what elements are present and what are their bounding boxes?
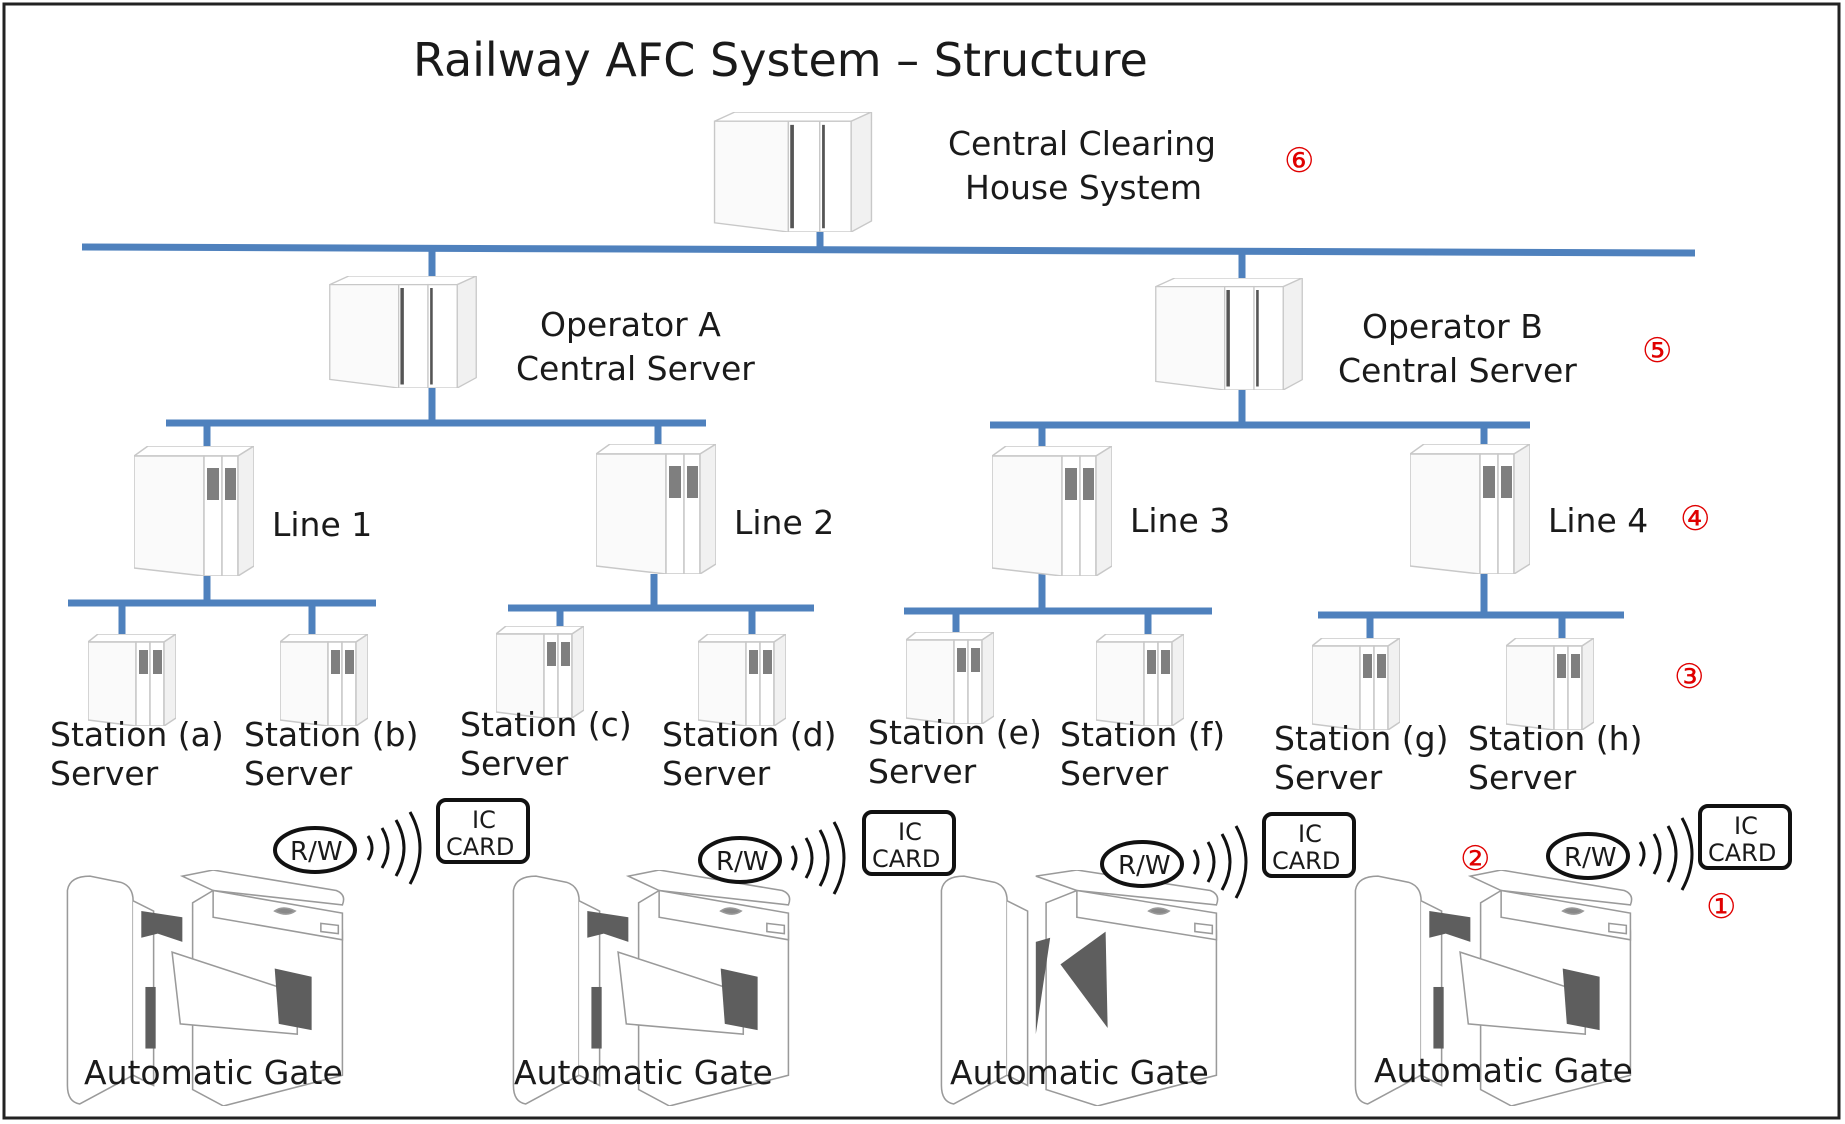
station-f-server-icon [1096,634,1184,726]
ic-card-label-3b: CARD [1272,847,1340,875]
station-e: Station (e) Server [868,632,1042,791]
line-3-server-icon [992,446,1112,576]
station-f-label-1: Station (f) [1060,715,1225,754]
station-g: Station (g) Server [1274,638,1449,797]
station-f-label-2: Server [1060,754,1169,793]
line-2-server-icon [596,444,716,574]
line-3-label: Line 3 [1130,501,1230,540]
operator-a: Operator A Central Server [327,276,755,388]
line-2-label: Line 2 [734,503,834,542]
reader-writer-3: R/W [1100,825,1248,899]
reader-label-4: R/W [1564,843,1617,873]
level-badge-5: ⑤ [1642,331,1672,371]
level-badge-6: ⑥ [1284,141,1314,181]
operator-b-label-1: Operator B [1362,307,1543,346]
central-clearing-house: Central Clearing House System ⑥ [712,112,1314,232]
station-e-label-2: Server [868,752,977,791]
central-server-icon [712,112,874,232]
station-d-label-2: Server [662,754,771,793]
ic-card-4: IC CARD [1698,804,1792,870]
line-4: Line 4 ④ [1410,444,1710,574]
reader-writer-2: R/W [698,821,846,895]
station-a-server-icon [88,634,176,726]
operator-a-server-icon [327,276,479,388]
reader-label-3: R/W [1118,851,1171,881]
line-3: Line 3 [992,446,1230,576]
gate-group-1: Automatic Gate R/W IC CARD [66,798,530,1106]
station-c: Station (c) Server [460,626,632,783]
ic-card-label-3a: IC [1298,820,1322,848]
ic-card-label-4b: CARD [1708,839,1776,867]
clearing-house-label-1: Central Clearing [948,124,1216,163]
operator-a-label-2: Central Server [516,349,755,388]
station-g-server-icon [1312,638,1400,730]
station-f: Station (f) Server [1060,634,1225,793]
station-h-label-1: Station (h) [1468,719,1642,758]
line-1-label: Line 1 [272,505,372,544]
operator-b-server-icon [1153,278,1305,390]
level-badge-1: ① [1706,887,1736,927]
wireless-waves-icon [366,811,422,885]
station-h-server-icon [1506,638,1594,730]
station-c-label-1: Station (c) [460,705,632,744]
gate-4-label: Automatic Gate [1374,1051,1633,1090]
station-g-label-1: Station (g) [1274,719,1449,758]
station-b-label-1: Station (b) [244,715,419,754]
ic-card-label-1b: CARD [446,833,514,861]
ic-card-label-1a: IC [472,806,496,834]
reader-writer-4: R/W [1546,817,1694,891]
station-h: Station (h) Server [1468,638,1642,797]
gate-group-4: Automatic Gate ② R/W IC CARD ① [1354,804,1792,1106]
operator-a-label-1: Operator A [540,305,721,344]
ic-card-label-2b: CARD [872,845,940,873]
reader-label-2: R/W [716,847,769,877]
line-1-server-icon [134,446,254,576]
wireless-waves-icon [790,821,846,895]
operator-b: Operator B Central Server ⑤ [1153,278,1672,390]
station-b-server-icon [280,634,368,726]
level-badge-4: ④ [1680,499,1710,539]
gate-group-2: Automatic Gate R/W IC CARD [512,810,956,1106]
gate-1-label: Automatic Gate [84,1053,343,1092]
reader-label-1: R/W [290,837,343,867]
station-e-server-icon [906,632,994,724]
wireless-waves-icon [1638,817,1694,891]
station-e-label-1: Station (e) [868,713,1042,752]
station-c-label-2: Server [460,744,569,783]
line-4-label: Line 4 [1548,501,1648,540]
ic-card-2: IC CARD [862,810,956,876]
gate-2-label: Automatic Gate [514,1053,773,1092]
ic-card-label-2a: IC [898,818,922,846]
station-a: Station (a) Server [50,634,224,793]
station-d: Station (d) Server [662,634,837,793]
station-g-label-2: Server [1274,758,1383,797]
ic-card-3: IC CARD [1262,812,1356,878]
line-4-server-icon [1410,444,1530,574]
station-a-label-1: Station (a) [50,715,224,754]
wireless-waves-icon [1192,825,1248,899]
line-2: Line 2 [596,444,834,574]
operator-b-label-2: Central Server [1338,351,1577,390]
ic-card-1: IC CARD [436,798,530,864]
clearing-house-label-2: House System [965,168,1202,207]
station-h-label-2: Server [1468,758,1577,797]
diagram-title: Railway AFC System – Structure [413,33,1148,87]
station-a-label-2: Server [50,754,159,793]
network-bus-lines [68,222,1696,642]
gate-3-label: Automatic Gate [950,1053,1209,1092]
level-badge-3: ③ [1674,657,1704,697]
station-b-label-2: Server [244,754,353,793]
station-d-server-icon [698,634,786,726]
gate-group-3: Automatic Gate R/W IC CARD [940,812,1356,1106]
reader-writer-1: R/W [273,811,422,885]
ic-card-label-4a: IC [1734,812,1758,840]
station-d-label-1: Station (d) [662,715,837,754]
level-badge-2: ② [1460,839,1490,879]
station-b: Station (b) Server [244,634,419,793]
line-1: Line 1 [134,446,372,576]
